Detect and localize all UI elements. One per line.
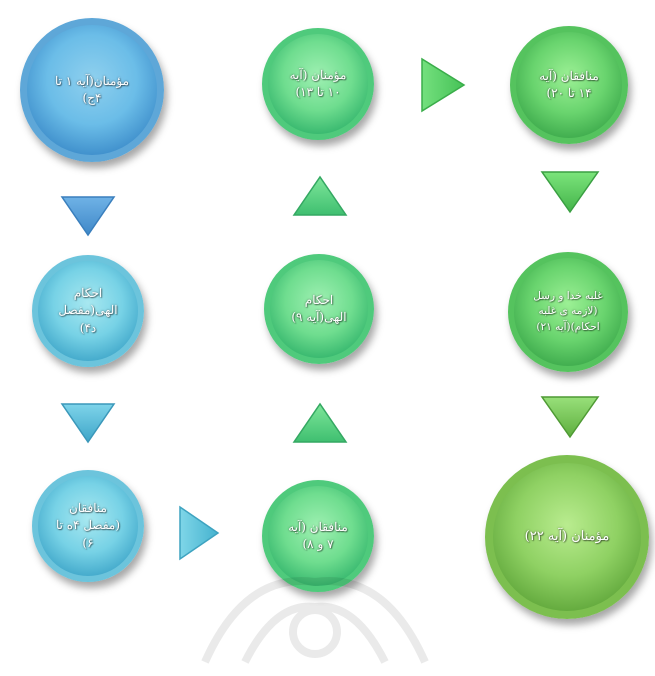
node-divine-rules-detail: احکام الهی(مفصل د۴) (32, 255, 144, 367)
arrow-right (420, 57, 466, 113)
node-victory-of-god: غلبه خدا و رسل (لازمه ی غلبه احکام)(آیه … (508, 252, 628, 372)
arrow-down (540, 395, 600, 439)
watermark-ornament (185, 552, 445, 672)
node-label: منافقان (آیه ۱۴ تا ۲۰) (539, 68, 599, 100)
arrow-up (292, 402, 348, 444)
arrow-up (292, 175, 348, 217)
node-hypocrites-7-8: منافقان (آیه ۷ و ۸) (262, 480, 374, 592)
arrow-right (178, 505, 220, 561)
node-label: احکام الهی(آیه ۹) (291, 292, 347, 324)
node-label: مؤمنان (آیه ۲۲) (524, 528, 610, 544)
node-believers-10-13: مؤمنان (آیه ۱۰ تا ۱۳) (262, 28, 374, 140)
node-label: منافقان (مفصل ۴ه تا ۶) (55, 500, 121, 550)
node-believers-22: مؤمنان (آیه ۲۲) (485, 455, 649, 619)
arrow-down (60, 402, 116, 444)
node-label: احکام الهی(مفصل د۴) (58, 285, 118, 335)
node-believers-1-4: مؤمنان(آیه ۱ تا ۴ج) (20, 18, 164, 162)
node-hypocrites-14-20: منافقان (آیه ۱۴ تا ۲۰) (510, 26, 628, 144)
node-label: مؤمنان(آیه ۱ تا ۴ج) (54, 73, 129, 105)
node-label: مؤمنان (آیه ۱۰ تا ۱۳) (289, 67, 347, 99)
node-label: منافقان (آیه ۷ و ۸) (288, 519, 348, 551)
arrow-down (540, 170, 600, 214)
node-label: غلبه خدا و رسل (لازمه ی غلبه احکام)(آیه … (533, 290, 603, 333)
node-hypocrites-detail: منافقان (مفصل ۴ه تا ۶) (32, 470, 144, 582)
node-divine-rules-9: احکام الهی(آیه ۹) (264, 254, 374, 364)
arrow-down (60, 195, 116, 237)
